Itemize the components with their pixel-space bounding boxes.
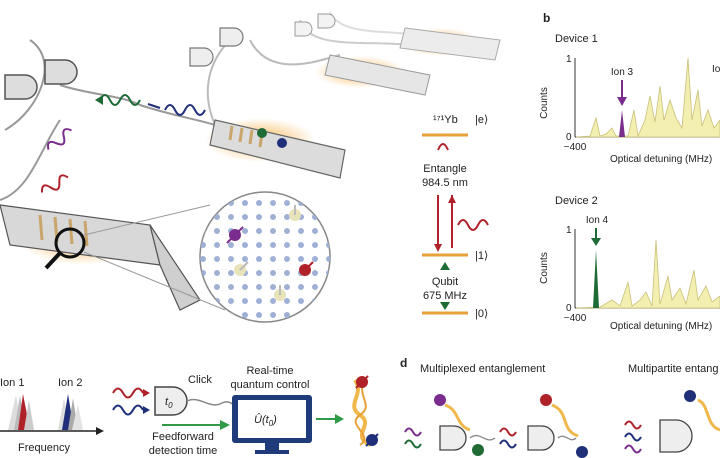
spin-cream [289,205,301,221]
spin-purple [226,226,244,244]
device2-xtick: −400 [564,313,587,324]
photon-purple [47,128,72,150]
detector-icon [4,13,336,100]
chip-lower [0,204,226,311]
level-0-label: |0⟩ [475,308,488,320]
device1-ytick-1: 1 [566,54,572,65]
device2-ylabel: Counts [539,252,550,284]
photon-red [40,174,69,193]
ion2-label: Ion 2 [58,377,82,389]
panel-b-label: b [543,11,550,25]
level-1-label: |1⟩ [475,250,488,262]
zoom-lattice [199,191,331,323]
device2-xlabel: Optical detuning (MHz) [610,321,712,332]
spin-cream [234,261,249,276]
ion1-peaks [8,394,34,430]
panel-a-illustration [0,11,501,323]
frequency-diagram: Ion 1 Ion 2 Frequency [0,377,104,454]
photon-navy [164,104,206,116]
level-e-label: |e⟩ [475,114,488,126]
device2-title: Device 2 [555,195,598,207]
device1-ylabel: Counts [539,87,550,119]
chip-back [399,27,501,61]
t0-label: t0 [165,396,173,410]
realtime-label: Real-time [246,365,293,377]
detection-time-label: detection time [149,445,217,457]
device1-ytick-0: 0 [566,132,572,143]
spectrum-device-2: Device 2 Counts 1 0 −400 Optical detunin… [539,195,720,332]
output-entangled-pair [316,375,379,447]
cut-label: Io [712,64,720,75]
multipartite-title: Multipartite entang [628,363,719,375]
panel-d-label: d [400,356,407,370]
click-label: Click [188,374,212,386]
ion3-peak [619,110,625,137]
click-detector: Click t0 [154,374,247,421]
input-photons [112,387,150,416]
ion2-peaks [58,394,83,430]
ion1-label: Ion 1 [0,377,24,389]
photon-green [99,94,141,106]
multiplexed-title: Multiplexed entanglement [420,363,545,375]
feedforward-arrow: Feedforward detection time [149,420,230,457]
device2-spectrum [575,239,720,309]
ion4-peak [593,250,599,308]
quantum-control-label: quantum control [231,379,310,391]
chip-middle [315,54,431,96]
frequency-label: Frequency [18,442,70,454]
chip-front [205,118,346,179]
ion3-label: Ion 3 [611,67,634,78]
device1-xtick: −400 [564,142,587,153]
device1-spectrum [575,57,720,138]
unitary-label: Û(t0) [254,413,277,428]
multipartite-detector [624,390,720,454]
entangle-wavelength: 984.5 nm [422,177,468,189]
energy-level-diagram: ¹⁷¹Yb |e⟩ Entangle 984.5 nm |1⟩ Qubit 67… [422,114,489,320]
feedforward-label: Feedforward [152,431,214,443]
control-monitor: Real-time quantum control Û(t0) [231,365,312,454]
device1-xlabel: Optical detuning (MHz) [610,154,712,165]
species-label: ¹⁷¹Yb [433,114,458,126]
entangle-label: Entangle [423,163,466,175]
spin-red [299,261,314,276]
qubit-frequency: 675 MHz [423,290,467,302]
magnifier-icon [44,227,86,270]
device1-title: Device 1 [555,33,598,45]
panel-d: d Multiplexed entanglement Multipartite … [400,356,720,458]
spectrum-device-1: b Device 1 Counts 1 0 −400 Optical detun… [539,11,720,165]
device2-ytick-1: 1 [566,225,572,236]
multiplexed-detector-1 [404,394,496,456]
device2-ytick-0: 0 [566,303,572,314]
spin-cream [274,285,286,301]
qubit-label: Qubit [432,276,458,288]
multiplexed-detector-2 [499,394,588,458]
ion4-label: Ion 4 [586,215,609,226]
